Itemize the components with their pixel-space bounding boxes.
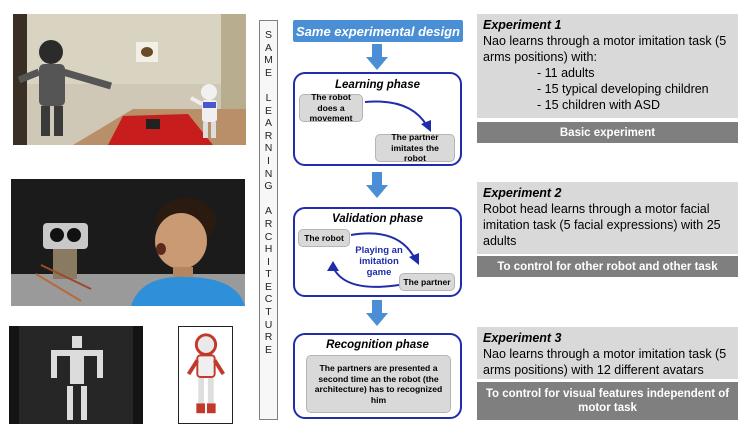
validation-phase-title: Validation phase <box>332 213 423 225</box>
loop-arrow-top-icon <box>350 232 419 265</box>
loop-arrow-bottom-icon <box>327 261 400 288</box>
architecture-letter: L <box>265 91 272 104</box>
experiment-3-panel: Experiment 3 Nao learns through a motor … <box>477 327 738 379</box>
partner-box: The partner <box>399 273 455 291</box>
experiment-2-description: Robot head learns through a motor facial… <box>483 202 721 248</box>
experiment-3-title: Experiment 3 <box>483 331 562 345</box>
photo-avatar-stick-figure <box>9 326 143 424</box>
architecture-letter: A <box>264 117 272 130</box>
architecture-letter: N <box>264 142 273 155</box>
recognition-phase-title: Recognition phase <box>326 339 429 351</box>
architecture-letter: A <box>264 205 272 218</box>
experiment-1-panel: Experiment 1 Nao learns through a motor … <box>477 14 738 118</box>
experiment-1-title: Experiment 1 <box>483 18 562 32</box>
photo-nao-robot <box>178 326 233 424</box>
experiment-1-purpose-bar: Basic experiment <box>477 122 738 143</box>
learning-phase-title: Learning phase <box>335 79 420 91</box>
recognition-description-box: The partners are presented a second time… <box>306 355 451 413</box>
photo-man-with-robot-head <box>11 179 245 306</box>
down-arrow-icon <box>366 300 388 326</box>
down-arrow-icon <box>366 44 388 70</box>
list-item: - 15 typical developing children <box>537 82 709 96</box>
list-item: - 15 children with ASD <box>537 98 660 112</box>
architecture-letter: T <box>265 306 272 319</box>
experiment-2-purpose-bar: To control for other robot and other tas… <box>477 256 738 277</box>
architecture-letter: E <box>264 343 272 356</box>
list-item: - 11 adults <box>537 66 595 80</box>
architecture-letter: G <box>264 180 273 193</box>
experiment-1-participants: - 11 adults - 15 typical developing chil… <box>537 65 732 113</box>
architecture-letter: N <box>264 167 273 180</box>
robot-movement-box: The robot does a movement <box>299 92 363 123</box>
architecture-letter: A <box>264 41 272 54</box>
experiment-2-title: Experiment 2 <box>483 186 562 200</box>
architecture-letter: S <box>264 29 272 41</box>
photo-child-with-nao <box>13 14 246 145</box>
same-design-header: Same experimental design <box>293 20 463 42</box>
recognition-phase-box: Recognition phase The partners are prese… <box>293 333 462 419</box>
architecture-letter: M <box>264 54 273 67</box>
architecture-letter: I <box>267 154 270 167</box>
architecture-letter: T <box>265 268 272 281</box>
experiment-3-description: Nao learns through a motor imitation tas… <box>483 347 727 377</box>
experiment-1-description: Nao learns through a motor imitation tas… <box>483 34 727 64</box>
architecture-letter: U <box>264 318 273 331</box>
robot-box: The robot <box>298 229 350 247</box>
architecture-letter: C <box>264 293 273 306</box>
architecture-letter: C <box>264 230 273 243</box>
flow-arrow-icon <box>364 100 431 132</box>
partner-imitates-box: The partner imitates the robot <box>375 132 455 163</box>
architecture-letter: E <box>264 280 272 293</box>
architecture-letter: R <box>264 331 273 344</box>
architecture-letter: E <box>264 66 272 79</box>
architecture-letter: H <box>264 243 273 256</box>
down-arrow-icon <box>366 172 388 198</box>
validation-phase-box: Validation phase The robot The partner P… <box>293 207 462 297</box>
architecture-letter: E <box>264 104 272 117</box>
architecture-letter: I <box>267 255 270 268</box>
experiment-2-panel: Experiment 2 Robot head learns through a… <box>477 182 738 254</box>
learning-phase-box: Learning phase The robot does a movement… <box>293 72 462 166</box>
imitation-game-label: Playing an imitation game <box>355 245 403 278</box>
architecture-letter: R <box>264 217 273 230</box>
experiment-3-purpose-bar: To control for visual features independe… <box>477 382 738 420</box>
architecture-letter: R <box>264 129 273 142</box>
